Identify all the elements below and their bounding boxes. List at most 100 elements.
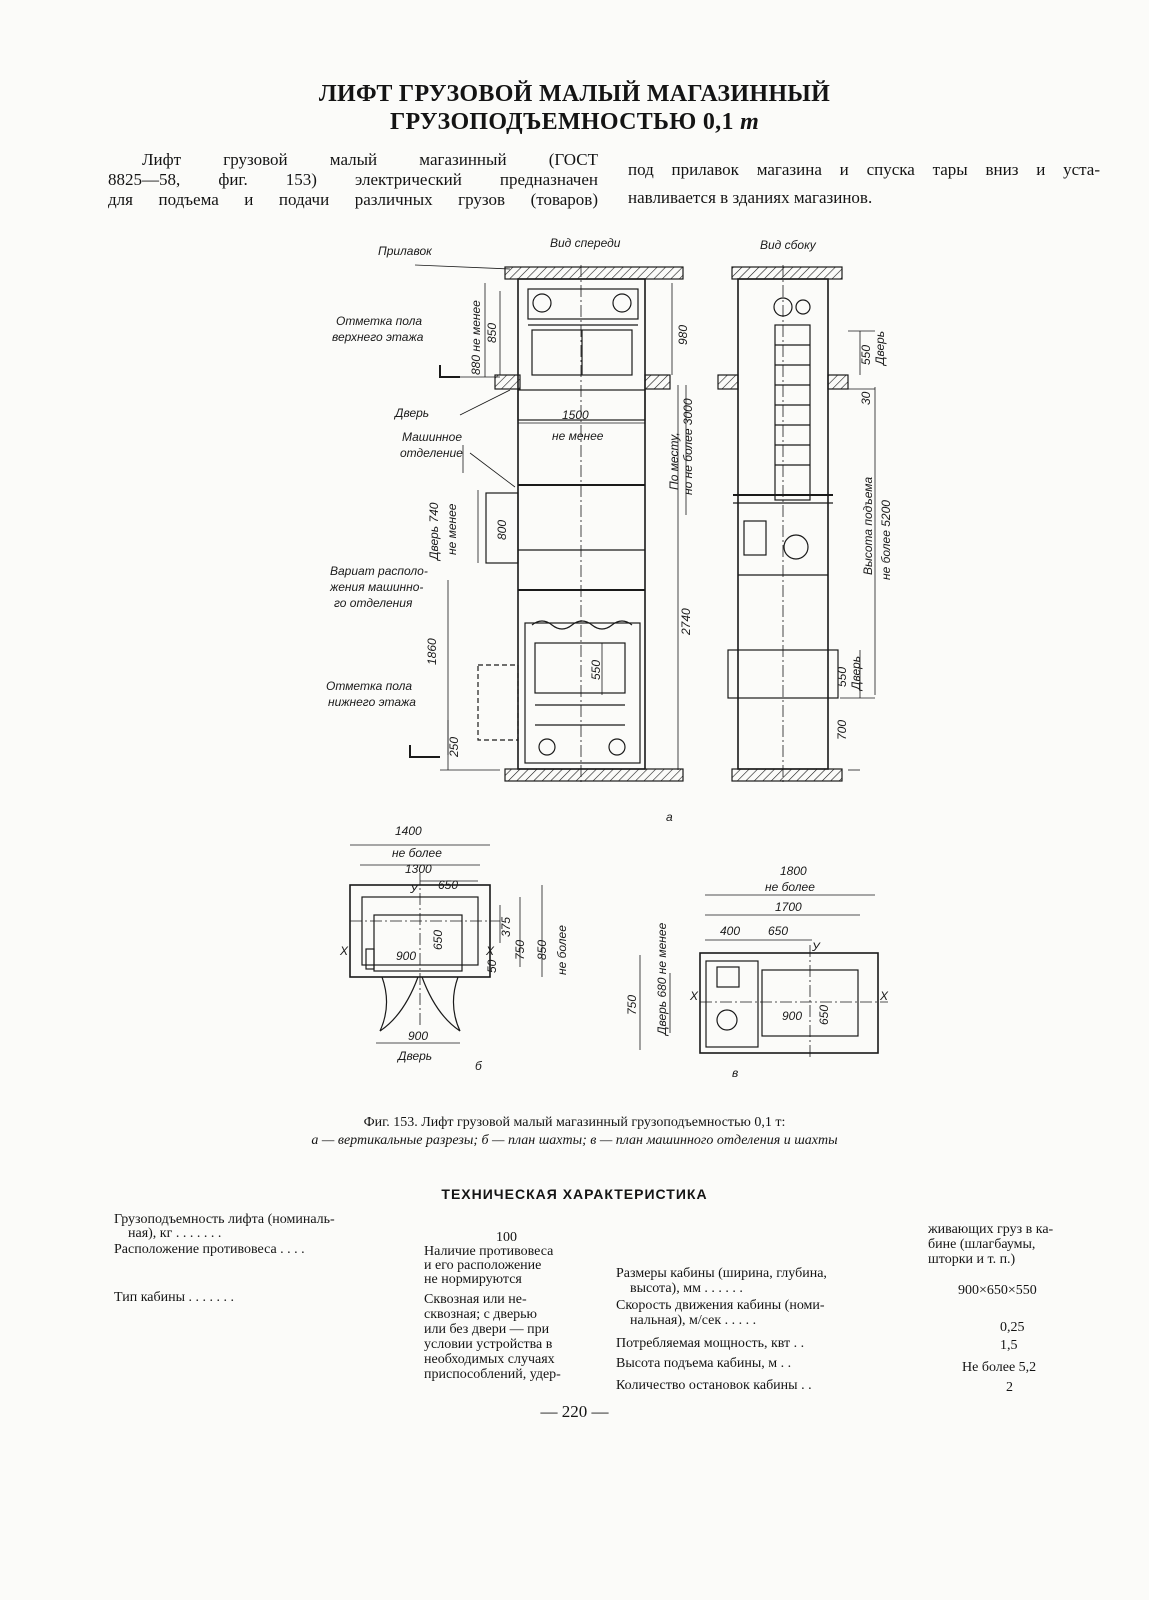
intro-line: навливается в зданиях магазинов. bbox=[628, 188, 873, 207]
dim-door-740: Дверь 740 bbox=[427, 502, 441, 562]
dim-980: 980 bbox=[676, 325, 690, 345]
mr-axis-y: У bbox=[811, 940, 821, 954]
spec-stops-label: Количество остановок кабины . . bbox=[616, 1378, 812, 1393]
title-unit: т bbox=[740, 109, 760, 135]
label-upper-floor-1: Отметка пола bbox=[336, 314, 422, 328]
label-door: Дверь bbox=[393, 406, 429, 420]
intro-left-column: Лифт грузовой малый магазинный (ГОСТ 882… bbox=[108, 150, 598, 210]
plan-1300: 1300 bbox=[405, 862, 432, 876]
dim-door-740-note: не менее bbox=[445, 503, 459, 555]
label-variant-1: Вариат располо- bbox=[330, 564, 428, 578]
spec-size-value: 900×650×550 bbox=[958, 1283, 1037, 1298]
mr-400: 400 bbox=[720, 924, 740, 938]
plan-50: 50 bbox=[485, 959, 499, 973]
spec-capacity-value: 100 bbox=[496, 1230, 517, 1245]
side-door-label: Дверь bbox=[873, 331, 887, 367]
spec-cabin-type-cont-3: шторки и т. п.) bbox=[928, 1252, 1016, 1267]
plan-axis-y: У bbox=[409, 882, 419, 896]
label-front-view: Вид спереди bbox=[550, 236, 621, 250]
specs-title: ТЕХНИЧЕСКАЯ ХАРАКТЕРИСТИКА bbox=[441, 1186, 708, 1202]
plan-shaft bbox=[349, 844, 543, 1044]
dim-550-front: 550 bbox=[589, 660, 603, 680]
plan-axis-x-right: X bbox=[485, 944, 495, 958]
page-number: — 220 — bbox=[540, 1402, 609, 1421]
mr-axis-x-right: X bbox=[879, 989, 889, 1003]
mr-1700: 1700 bbox=[775, 900, 802, 914]
dim-800: 800 bbox=[495, 520, 509, 540]
spec-power-label: Потребляемая мощность, квт . . bbox=[616, 1336, 805, 1351]
subfigure-a: а bbox=[666, 810, 673, 824]
spec-power-value: 1,5 bbox=[1000, 1338, 1018, 1353]
label-machine-room-2: отделение bbox=[400, 446, 463, 460]
dim-250: 250 bbox=[447, 737, 461, 758]
spec-capacity-label-2: ная), кг . . . . . . . bbox=[128, 1226, 222, 1241]
spec-counterweight-value-3: не нормируются bbox=[424, 1272, 522, 1287]
label-variant-2: жения машинно- bbox=[329, 580, 423, 594]
spec-size-label-1: Размеры кабины (ширина, глубина, bbox=[616, 1266, 827, 1281]
side-door-label-lower: Дверь bbox=[849, 656, 863, 692]
spec-speed-label-1: Скорость движения кабины (номи- bbox=[616, 1298, 825, 1313]
caption-line-2: а — вертикальные разрезы; б — план шахты… bbox=[311, 1133, 838, 1148]
dim-550-side: 550 bbox=[859, 345, 873, 365]
spec-speed-value: 0,25 bbox=[1000, 1320, 1025, 1335]
dim-880: 880 не менее bbox=[469, 300, 483, 375]
label-side-view: Вид сбоку bbox=[760, 238, 817, 252]
spec-cabin-type-value-6: приспособлений, удер- bbox=[424, 1367, 561, 1382]
plan-750: 750 bbox=[513, 940, 527, 960]
mr-1800: 1800 bbox=[780, 864, 807, 878]
spec-cabin-type-value-1: Сквозная или не- bbox=[424, 1292, 527, 1307]
side-view bbox=[717, 265, 876, 785]
mr-750: 750 bbox=[625, 995, 639, 1015]
spec-cabin-type-value-5: необходимых случаях bbox=[424, 1352, 555, 1367]
subfigure-v: в bbox=[732, 1066, 738, 1080]
title-text: ГРУЗОПОДЪЕМНОСТЬЮ 0,1 bbox=[389, 109, 734, 135]
elevator-drawing: Вид спереди Вид сбоку Прилавок Отметка п… bbox=[326, 236, 893, 1080]
spec-height-value: Не более 5,2 bbox=[962, 1360, 1037, 1375]
dim-2740: 2740 bbox=[679, 608, 693, 636]
spec-size-label-2: высота), мм . . . . . . bbox=[630, 1281, 743, 1296]
intro-line: под прилавок магазина и спуска тары вниз… bbox=[628, 160, 1100, 179]
room-height-1: По месту, bbox=[667, 432, 681, 490]
front-view bbox=[409, 264, 687, 785]
dim-1500: 1500 bbox=[562, 408, 589, 422]
title-line-1: ЛИФТ ГРУЗОВОЙ МАЛЫЙ МАГАЗИННЫЙ bbox=[318, 81, 831, 107]
dim-30: 30 bbox=[859, 391, 873, 405]
caption-line-1: Фиг. 153. Лифт грузовой малый магазинный… bbox=[363, 1115, 786, 1130]
mr-axis-x-left: X bbox=[689, 989, 699, 1003]
intro-line: Лифт грузовой малый магазинный (ГОСТ bbox=[142, 150, 598, 169]
plan-650-v: 650 bbox=[431, 930, 445, 950]
plan-machine-room bbox=[639, 894, 888, 1057]
label-lower-floor-1: Отметка пола bbox=[326, 679, 412, 693]
label-machine-room-1: Машинное bbox=[402, 430, 462, 444]
plan-850-note: не более bbox=[555, 925, 569, 975]
label-counter: Прилавок bbox=[378, 244, 433, 258]
spec-counterweight-label: Расположение противовеса . . . . bbox=[114, 1242, 305, 1257]
label-lower-floor-2: нижнего этажа bbox=[328, 695, 416, 709]
mr-650-v: 650 bbox=[817, 1005, 831, 1025]
plan-900: 900 bbox=[396, 949, 416, 963]
dim-700: 700 bbox=[835, 720, 849, 740]
dim-1860: 1860 bbox=[425, 638, 439, 665]
plan-axis-x-left: X bbox=[339, 944, 349, 958]
plan-1400-note: не более bbox=[392, 846, 442, 860]
intro-line: 8825—58, фиг. 153) электрический предназ… bbox=[108, 170, 598, 189]
spec-height-label: Высота подъема кабины, м . . bbox=[616, 1356, 792, 1371]
plan-375: 375 bbox=[499, 917, 513, 937]
lift-height-1: Высота подъема bbox=[861, 476, 875, 575]
plan-door-label: Дверь bbox=[396, 1049, 432, 1063]
spec-counterweight-value-2: и его расположение bbox=[424, 1258, 542, 1273]
plan-850: 850 bbox=[535, 940, 549, 960]
spec-counterweight-value-1: Наличие противовеса bbox=[424, 1244, 554, 1259]
spec-cabin-type-value-3: или без двери — при bbox=[424, 1322, 550, 1337]
plan-650: 650 bbox=[438, 878, 458, 892]
plan-door-900: 900 bbox=[408, 1029, 428, 1043]
subfigure-b: б bbox=[475, 1059, 483, 1073]
mr-door-680: Дверь 680 не менее bbox=[655, 922, 669, 1037]
spec-cabin-type-cont-1: живающих груз в ка- bbox=[928, 1222, 1054, 1237]
dim-850: 850 bbox=[485, 323, 499, 343]
room-height-2: но не более 3000 bbox=[681, 398, 695, 495]
spec-cabin-type-value-2: сквозная; с дверью bbox=[424, 1307, 538, 1322]
spec-stops-value: 2 bbox=[1006, 1380, 1013, 1395]
intro-right-column: под прилавок магазина и спуска тары вниз… bbox=[628, 160, 1100, 208]
mr-1800-note: не более bbox=[765, 880, 815, 894]
